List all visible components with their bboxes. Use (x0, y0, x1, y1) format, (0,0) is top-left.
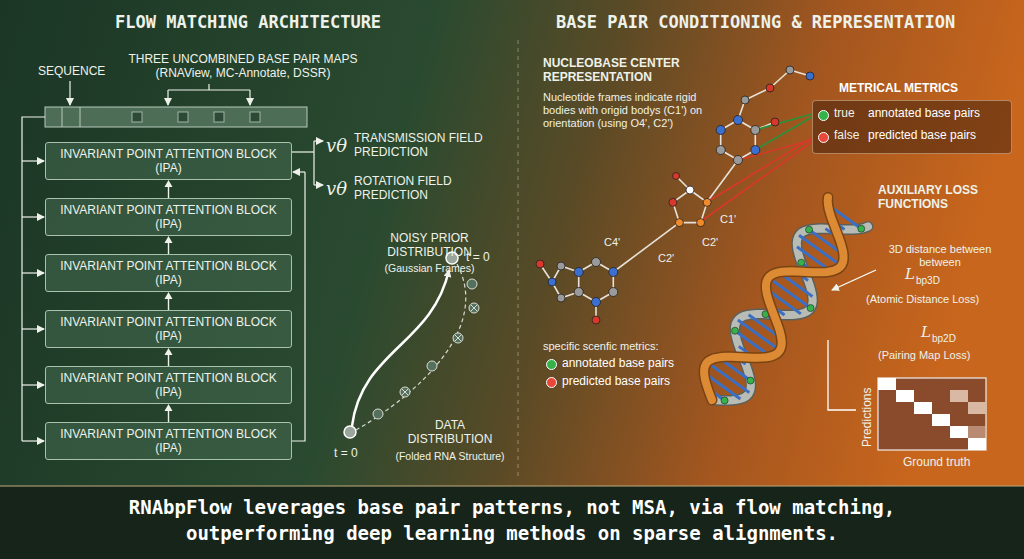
input-label: THREE UNCOMBINED BASE PAIR MAPS (RNAView… (118, 52, 368, 81)
helix-rung (707, 362, 749, 392)
block-label: INVARIANT POINT ATTENTION BLOCK (IPA) (46, 203, 291, 231)
attention-block: INVARIANT POINT ATTENTION BLOCK (IPA) (45, 198, 292, 236)
attention-block: INVARIANT POINT ATTENTION BLOCK (IPA) (45, 422, 292, 460)
loss-symbol: L (905, 265, 915, 283)
flow-arrow (165, 404, 173, 422)
legend-heading: specific scenfic metrics: (543, 340, 659, 353)
section-heading: BASE PAIR CONDITIONING & REPRESENTATION (556, 12, 955, 32)
output-label: ROTATION FIELD PREDICTION (354, 174, 504, 203)
box-heading: METRICAL METRICS (839, 81, 958, 95)
distribution-label: DATA DISTRIBUTION (395, 418, 505, 447)
base-dot (747, 377, 754, 384)
axis-label: Ground truth (903, 455, 970, 469)
legend-swatch (818, 110, 829, 121)
helix-strand (704, 198, 843, 401)
axis-label: Predictions (860, 382, 874, 452)
flow-arrow (165, 180, 173, 198)
section-heading: FLOW MATCHING ARCHITECTURE (115, 12, 381, 32)
velocity-symbol: vθ (326, 135, 347, 157)
base-dot (732, 327, 739, 334)
legend-key: true (834, 106, 855, 120)
block-label: INVARIANT POINT ATTENTION BLOCK (IPA) (46, 259, 291, 287)
loss-name: (Atomic Distance Loss) (866, 293, 979, 306)
time-label: t = 0 (334, 446, 358, 460)
output-label: TRANSMISSION FIELD PREDICTION (354, 131, 504, 160)
loss-name: (Pairing Map Loss) (878, 349, 970, 362)
loss-subscript: bp3D (916, 275, 940, 287)
block-label: INVARIANT POINT ATTENTION BLOCK (IPA) (46, 427, 291, 455)
attention-block: INVARIANT POINT ATTENTION BLOCK (IPA) (45, 142, 292, 180)
flow-arrow (165, 292, 173, 310)
block-label: INVARIANT POINT ATTENTION BLOCK (IPA) (46, 371, 291, 399)
attention-block: INVARIANT POINT ATTENTION BLOCK (IPA) (45, 310, 292, 348)
attention-block: INVARIANT POINT ATTENTION BLOCK (IPA) (45, 366, 292, 404)
distribution-note: (Folded RNA Structure) (380, 450, 520, 463)
panel-heading: AUXILIARY LOSS FUNCTIONS (878, 183, 998, 212)
legend-swatch (546, 359, 557, 370)
panel-heading: NUCLEOBASE CENTER REPRESENTATION (543, 56, 713, 85)
time-label: t = 0 (466, 250, 490, 264)
block-label: INVARIANT POINT ATTENTION BLOCK (IPA) (46, 315, 291, 343)
legend-text: predicted base pairs (562, 374, 670, 388)
legend-swatch (546, 377, 557, 388)
base-dot (806, 226, 813, 233)
velocity-symbol: vθ (326, 178, 347, 200)
base-dot (721, 397, 728, 404)
atom-label: C4' (604, 236, 620, 249)
caption: RNAbpFlow leverages base pair patterns, … (117, 494, 907, 546)
loss-note: 3D distance between between (880, 243, 1000, 269)
panel-description: Nucleotide frames indicate rigid bodies … (543, 91, 708, 131)
legend-text: predicted base pairs (868, 128, 976, 142)
helix-strand (704, 198, 843, 401)
input-label: SEQUENCE (38, 64, 105, 78)
atom-label: C2' (702, 236, 718, 249)
legend-key: false (834, 128, 859, 142)
legend-text: annotated base pairs (562, 356, 674, 370)
atom-label: C1' (720, 213, 736, 226)
base-dot (798, 259, 805, 266)
loss-symbol: L (921, 323, 931, 341)
flow-arrow (165, 236, 173, 254)
legend-text: annotated base pairs (868, 106, 980, 120)
base-dot (858, 225, 865, 232)
block-label: INVARIANT POINT ATTENTION BLOCK (IPA) (46, 147, 291, 175)
attention-block: INVARIANT POINT ATTENTION BLOCK (IPA) (45, 254, 292, 292)
atom-label: C2' (658, 252, 674, 265)
flow-arrow (165, 348, 173, 366)
legend-swatch (818, 132, 829, 143)
base-dot (807, 305, 814, 312)
loss-subscript: bp2D (932, 333, 956, 345)
